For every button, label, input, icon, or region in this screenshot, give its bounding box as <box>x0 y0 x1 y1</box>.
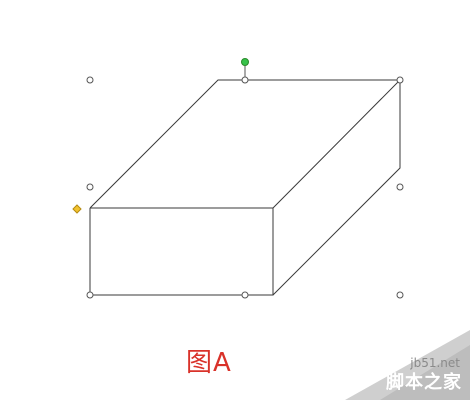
resize-handle-bottom-right[interactable] <box>396 291 404 299</box>
resize-handle-top-right[interactable] <box>396 76 404 84</box>
cube-front-face <box>89 207 274 296</box>
resize-handle-middle-left[interactable] <box>86 183 94 191</box>
resize-handle-top-center[interactable] <box>241 76 249 84</box>
resize-handle-bottom-left[interactable] <box>86 291 94 299</box>
resize-handle-bottom-center[interactable] <box>241 291 249 299</box>
cube-shape[interactable] <box>89 79 402 296</box>
rotate-handle-icon[interactable] <box>241 58 249 66</box>
resize-handle-top-left[interactable] <box>86 76 94 84</box>
cube-side-face <box>272 80 401 296</box>
figure-caption: 图A <box>186 348 232 378</box>
resize-handles <box>86 76 404 299</box>
resize-handle-middle-right[interactable] <box>396 183 404 191</box>
watermark-band-light <box>380 345 470 400</box>
cube-top-face <box>89 79 402 209</box>
adjust-handle-icon[interactable] <box>72 204 82 214</box>
